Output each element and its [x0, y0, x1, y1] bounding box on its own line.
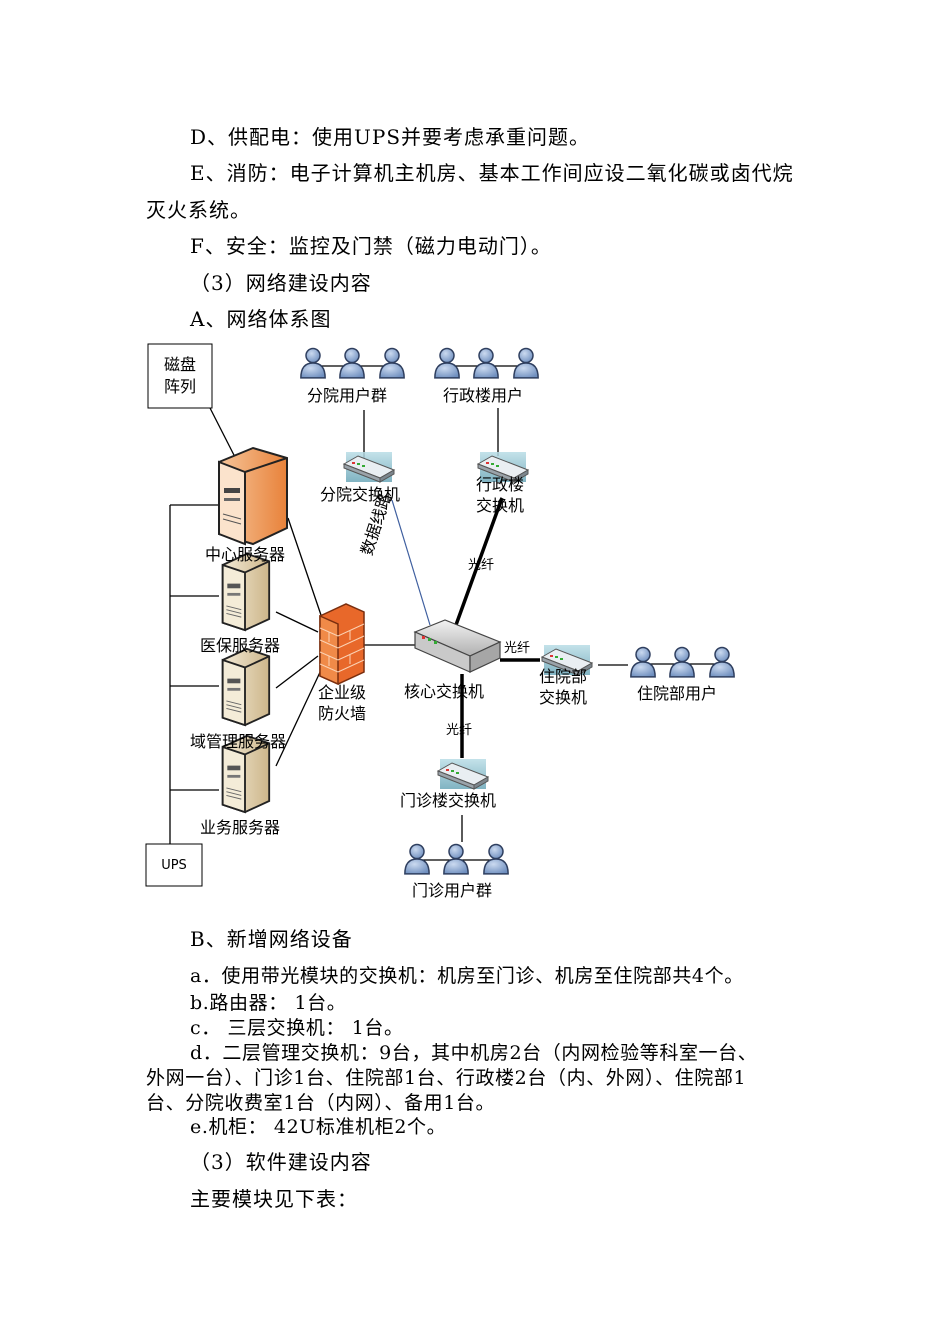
disk-array-label-2: 阵列 — [163, 377, 196, 396]
core-switch-label: 核心交换机 — [404, 682, 485, 701]
fiber-label-outpatient: 光纤 — [446, 723, 473, 738]
item-d-2: 外网一台）、门诊1台、住院部1台、行政楼2台（内、外网）、住院部1 — [146, 1067, 747, 1089]
item-c: c． 三层交换机： 1台。 — [190, 1017, 404, 1039]
insurance-server-label: 医保服务器 — [200, 636, 281, 655]
core-switch-icon — [413, 619, 502, 673]
heading-network-diagram: A、网络体系图 — [190, 307, 332, 331]
item-d-3: 台、分院收费室1台（内网）、备用1台。 — [146, 1092, 496, 1114]
branch-users-label: 分院用户群 — [307, 386, 388, 405]
central-server-label: 中心服务器 — [205, 545, 286, 564]
disk-array-label-1: 磁盘 — [163, 355, 196, 374]
inpatient-switch-label-1: 住院部 — [538, 667, 587, 686]
outpatient-switch-icon — [437, 758, 489, 790]
para-power: D、供配电：使用UPS并要考虑承重问题。 — [190, 125, 591, 149]
para-fire-2: 灭火系统。 — [146, 198, 251, 222]
admin-users-icon — [434, 347, 539, 379]
heading-new-devices: B、新增网络设备 — [190, 927, 353, 951]
heading-network-construction: （3）网络建设内容 — [190, 271, 372, 295]
outpatient-users-label: 门诊用户群 — [412, 881, 493, 900]
outpatient-users-icon — [404, 843, 509, 875]
inpatient-users-icon — [630, 646, 735, 678]
firewall-label-1: 企业级 — [317, 683, 366, 702]
branch-switch-icon — [343, 451, 395, 483]
domain-server-label: 域管理服务器 — [190, 732, 287, 751]
branch-switch-label: 分院交换机 — [320, 485, 401, 504]
heading-software-construction: （3）软件建设内容 — [190, 1150, 372, 1174]
item-b: b.路由器： 1台。 — [190, 992, 347, 1014]
insurance-server-icon — [221, 552, 271, 632]
item-a: a．使用带光模块的交换机：机房至门诊、机房至住院部共4个。 — [190, 965, 744, 987]
item-d-1: d．二层管理交换机：9台，其中机房2台（内网检验等科室一台、 — [190, 1042, 758, 1064]
business-server-label: 业务服务器 — [200, 818, 281, 837]
firewall-label-2: 防火墙 — [317, 704, 366, 723]
admin-switch-label-1: 行政楼 — [475, 475, 524, 494]
para-security: F、安全：监控及门禁（磁力电动门）。 — [190, 234, 552, 258]
fiber-label-admin: 光纤 — [468, 558, 495, 573]
admin-switch-label-2: 交换机 — [475, 496, 524, 515]
admin-users-label: 行政楼用户 — [443, 386, 524, 405]
inpatient-users-label: 住院部用户 — [637, 684, 718, 703]
branch-users-icon — [300, 347, 405, 379]
inpatient-switch-label-2: 交换机 — [538, 688, 587, 707]
para-main-modules: 主要模块见下表： — [190, 1187, 358, 1211]
outpatient-switch-label: 门诊楼交换机 — [400, 791, 497, 810]
ups-label: UPS — [161, 858, 187, 873]
domain-server-icon — [221, 647, 271, 727]
central-server-icon — [218, 446, 288, 546]
item-e: e.机柜： 42U标准机柜2个。 — [190, 1116, 447, 1138]
para-fire-1: E、消防：电子计算机主机房、基本工作间应设二氧化碳或卤代烷 — [190, 161, 794, 185]
fiber-label-inpatient: 光纤 — [504, 641, 531, 656]
firewall-icon — [319, 603, 365, 686]
